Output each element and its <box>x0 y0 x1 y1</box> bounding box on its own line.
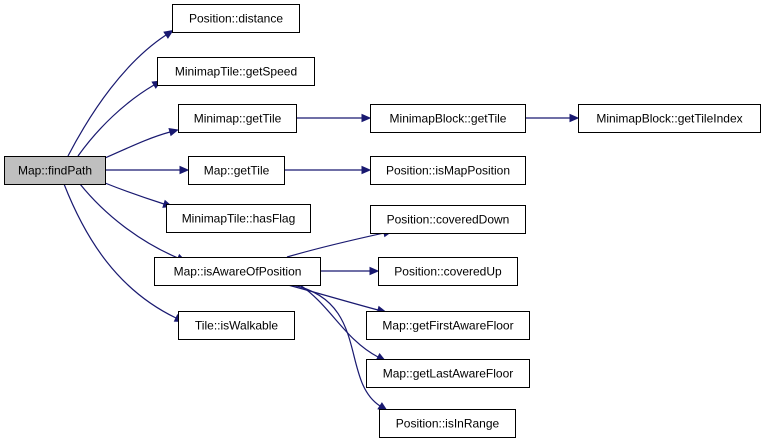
arrowhead-icon <box>179 165 190 175</box>
node-label: Position::isInRange <box>396 417 500 431</box>
arrowhead-icon <box>168 128 179 137</box>
edge-line <box>286 232 385 258</box>
node-box <box>154 257 321 286</box>
node-getSpeed[interactable]: MinimapTile::getSpeed <box>157 57 315 86</box>
node-getTileIndex[interactable]: MinimapBlock::getTileIndex <box>578 104 761 133</box>
edge-blockGetTile-to-getTileIndex <box>525 113 580 123</box>
edge-root-to-getSpeed <box>77 80 162 157</box>
node-firstAware[interactable]: Map::getFirstAwareFloor <box>366 311 530 340</box>
nodes-layer: Map::findPath Position::distanceMinimapTi… <box>4 4 761 438</box>
edge-mapGetTile-to-isMapPosition <box>284 165 372 175</box>
node-box <box>378 257 518 286</box>
node-label: Tile::isWalkable <box>195 319 278 333</box>
node-box <box>366 311 530 340</box>
node-label: MinimapTile::hasFlag <box>182 212 296 226</box>
node-label: Position::distance <box>189 12 283 26</box>
node-label: Map::isAwareOfPosition <box>174 265 302 279</box>
edge-line <box>287 284 379 311</box>
edge-isAware-to-firstAware <box>287 284 387 314</box>
node-coveredUp[interactable]: Position::coveredUp <box>378 257 518 286</box>
node-label: Minimap::getTile <box>194 112 282 126</box>
node-box <box>188 156 285 185</box>
arrowhead-icon <box>569 113 580 123</box>
node-box <box>157 57 315 86</box>
node-mapGetTile[interactable]: Map::getTile <box>188 156 285 185</box>
node-label: Map::getLastAwareFloor <box>383 367 514 381</box>
node-label: Map::findPath <box>18 164 92 178</box>
edge-line <box>292 284 381 407</box>
node-isWalkable[interactable]: Tile::isWalkable <box>178 311 295 340</box>
node-distance[interactable]: Position::distance <box>172 4 300 33</box>
node-label: Position::coveredUp <box>394 265 502 279</box>
node-coveredDown[interactable]: Position::coveredDown <box>370 205 526 234</box>
node-box <box>4 156 106 185</box>
node-isInRange[interactable]: Position::isInRange <box>379 409 516 438</box>
edge-root-to-minimapGetTile <box>104 128 179 159</box>
edges-layer <box>63 29 580 412</box>
edge-root-to-hasFlag <box>104 182 173 208</box>
node-blockGetTile[interactable]: MinimapBlock::getTile <box>370 104 526 133</box>
node-box <box>370 205 526 234</box>
node-box <box>172 4 300 33</box>
node-box <box>166 204 311 233</box>
node-box <box>366 359 530 388</box>
arrowhead-icon <box>361 165 372 175</box>
edge-line <box>104 182 165 205</box>
arrowhead-icon <box>163 29 174 39</box>
edge-minimapGetTile-to-blockGetTile <box>296 113 372 123</box>
edge-line <box>104 131 171 159</box>
edge-root-to-mapGetTile <box>105 165 190 175</box>
edge-root-to-distance <box>67 29 174 157</box>
arrowhead-icon <box>369 266 380 276</box>
edge-line <box>67 34 167 157</box>
node-lastAware[interactable]: Map::getLastAwareFloor <box>366 359 530 388</box>
root-node[interactable]: Map::findPath <box>4 156 106 185</box>
arrowhead-icon <box>361 113 372 123</box>
node-label: Position::isMapPosition <box>386 164 510 178</box>
node-isMapPosition[interactable]: Position::isMapPosition <box>370 156 526 185</box>
node-label: Map::getTile <box>204 164 270 178</box>
node-box <box>370 104 526 133</box>
node-isAware[interactable]: Map::isAwareOfPosition <box>154 257 321 286</box>
node-label: MinimapBlock::getTileIndex <box>596 112 742 126</box>
node-box <box>379 409 516 438</box>
edge-line <box>299 284 379 358</box>
node-hasFlag[interactable]: MinimapTile::hasFlag <box>166 204 311 233</box>
node-box <box>578 104 761 133</box>
edge-isAware-to-coveredUp <box>319 266 380 276</box>
edge-line <box>77 84 155 157</box>
edge-line <box>63 183 177 319</box>
node-box <box>178 311 295 340</box>
edge-isAware-to-isInRange <box>292 284 388 412</box>
node-minimapGetTile[interactable]: Minimap::getTile <box>178 104 297 133</box>
node-label: MinimapTile::getSpeed <box>175 65 297 79</box>
node-label: Position::coveredDown <box>387 213 510 227</box>
node-label: Map::getFirstAwareFloor <box>382 319 513 333</box>
node-label: MinimapBlock::getTile <box>390 112 507 126</box>
edge-line <box>79 183 179 259</box>
node-box <box>178 104 297 133</box>
node-box <box>370 156 526 185</box>
